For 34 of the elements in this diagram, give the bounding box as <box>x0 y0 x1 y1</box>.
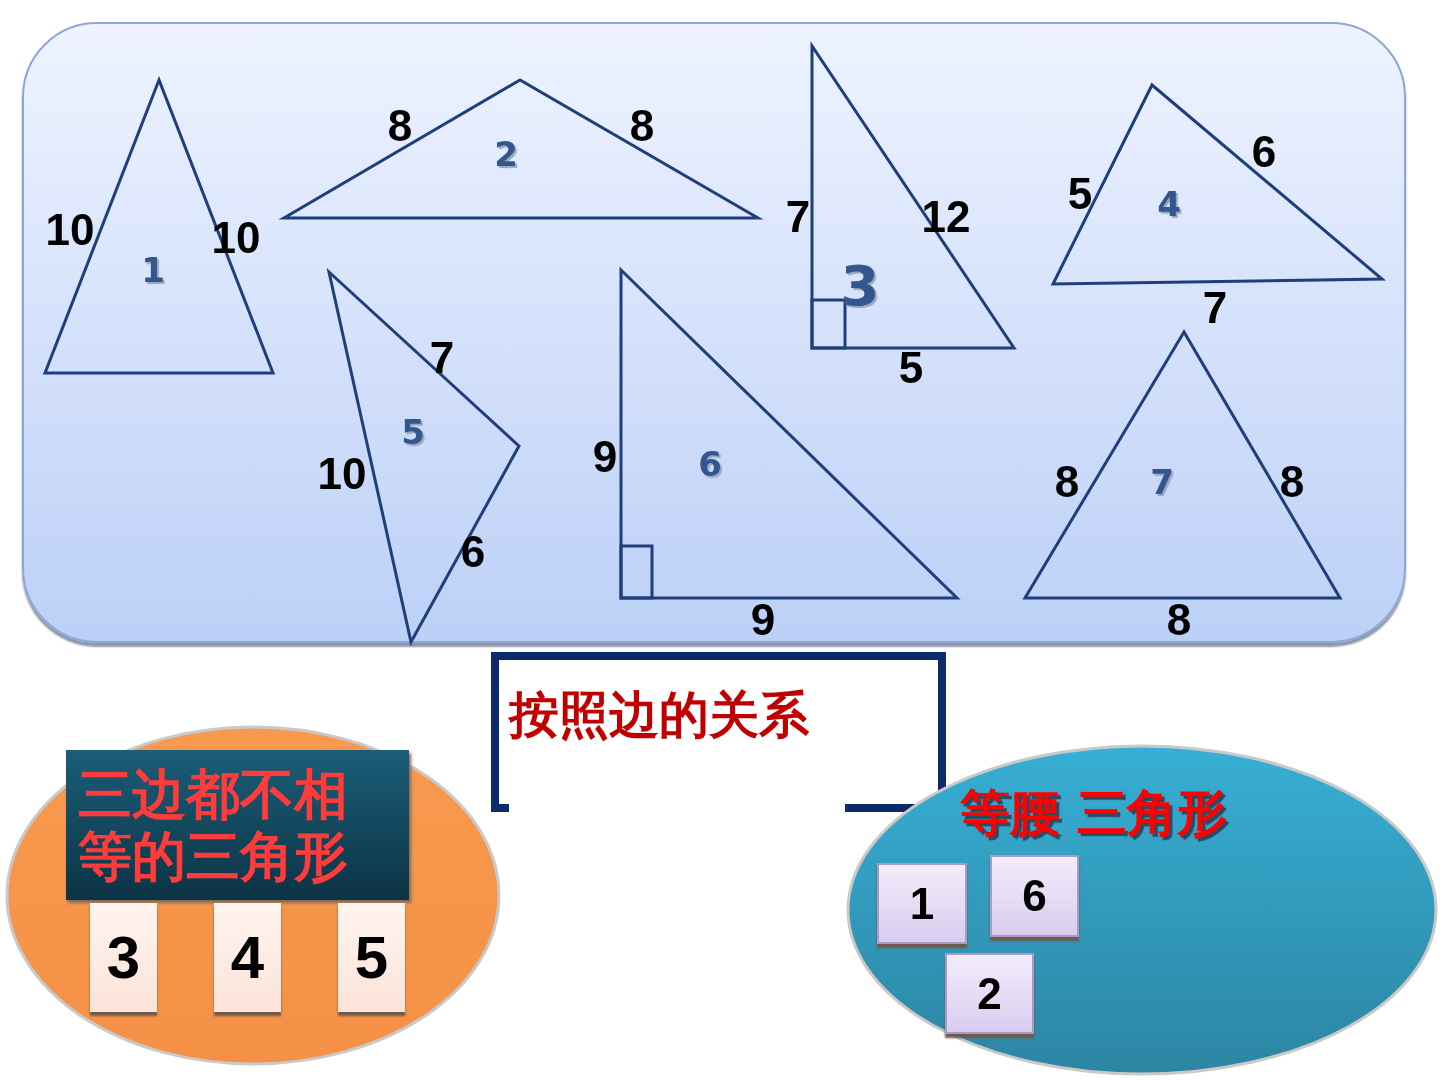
triangle-number: 2 <box>494 134 518 174</box>
triangle-number: 4 <box>1157 184 1181 224</box>
side-length: 8 <box>387 109 413 143</box>
triangle-number: 3 <box>840 252 880 318</box>
side-length: 7 <box>429 341 455 375</box>
side-length: 9 <box>592 440 618 474</box>
number-card: 2 <box>945 953 1034 1034</box>
side-length: 9 <box>750 603 776 637</box>
side-length: 12 <box>921 200 971 234</box>
triangle-number: 6 <box>698 444 722 484</box>
side-length: 7 <box>1202 291 1228 325</box>
heading-text: 按照边的关系 <box>509 685 809 746</box>
triangle-number: 7 <box>1150 462 1174 502</box>
triangle-number: 5 <box>401 412 425 452</box>
number-card: 4 <box>214 903 281 1012</box>
side-length: 10 <box>45 213 95 247</box>
side-length: 8 <box>1054 465 1080 499</box>
side-length: 7 <box>785 200 811 234</box>
number-card: 1 <box>877 863 967 944</box>
triangle-number: 1 <box>141 250 165 290</box>
side-length: 10 <box>317 457 367 491</box>
panel-background <box>22 22 1406 643</box>
number-card: 5 <box>338 903 405 1012</box>
side-length: 5 <box>898 351 924 385</box>
heading-text: 等腰 三角形 <box>960 783 1228 844</box>
number-card: 6 <box>990 855 1079 937</box>
side-length: 6 <box>1251 135 1277 169</box>
side-length: 8 <box>1166 603 1192 637</box>
header-label: 三边都不相等的三角形 <box>78 764 349 888</box>
number-card: 3 <box>90 903 157 1012</box>
side-length: 8 <box>1279 465 1305 499</box>
side-length: 5 <box>1067 177 1093 211</box>
side-length: 8 <box>629 109 655 143</box>
side-length: 6 <box>460 535 486 569</box>
